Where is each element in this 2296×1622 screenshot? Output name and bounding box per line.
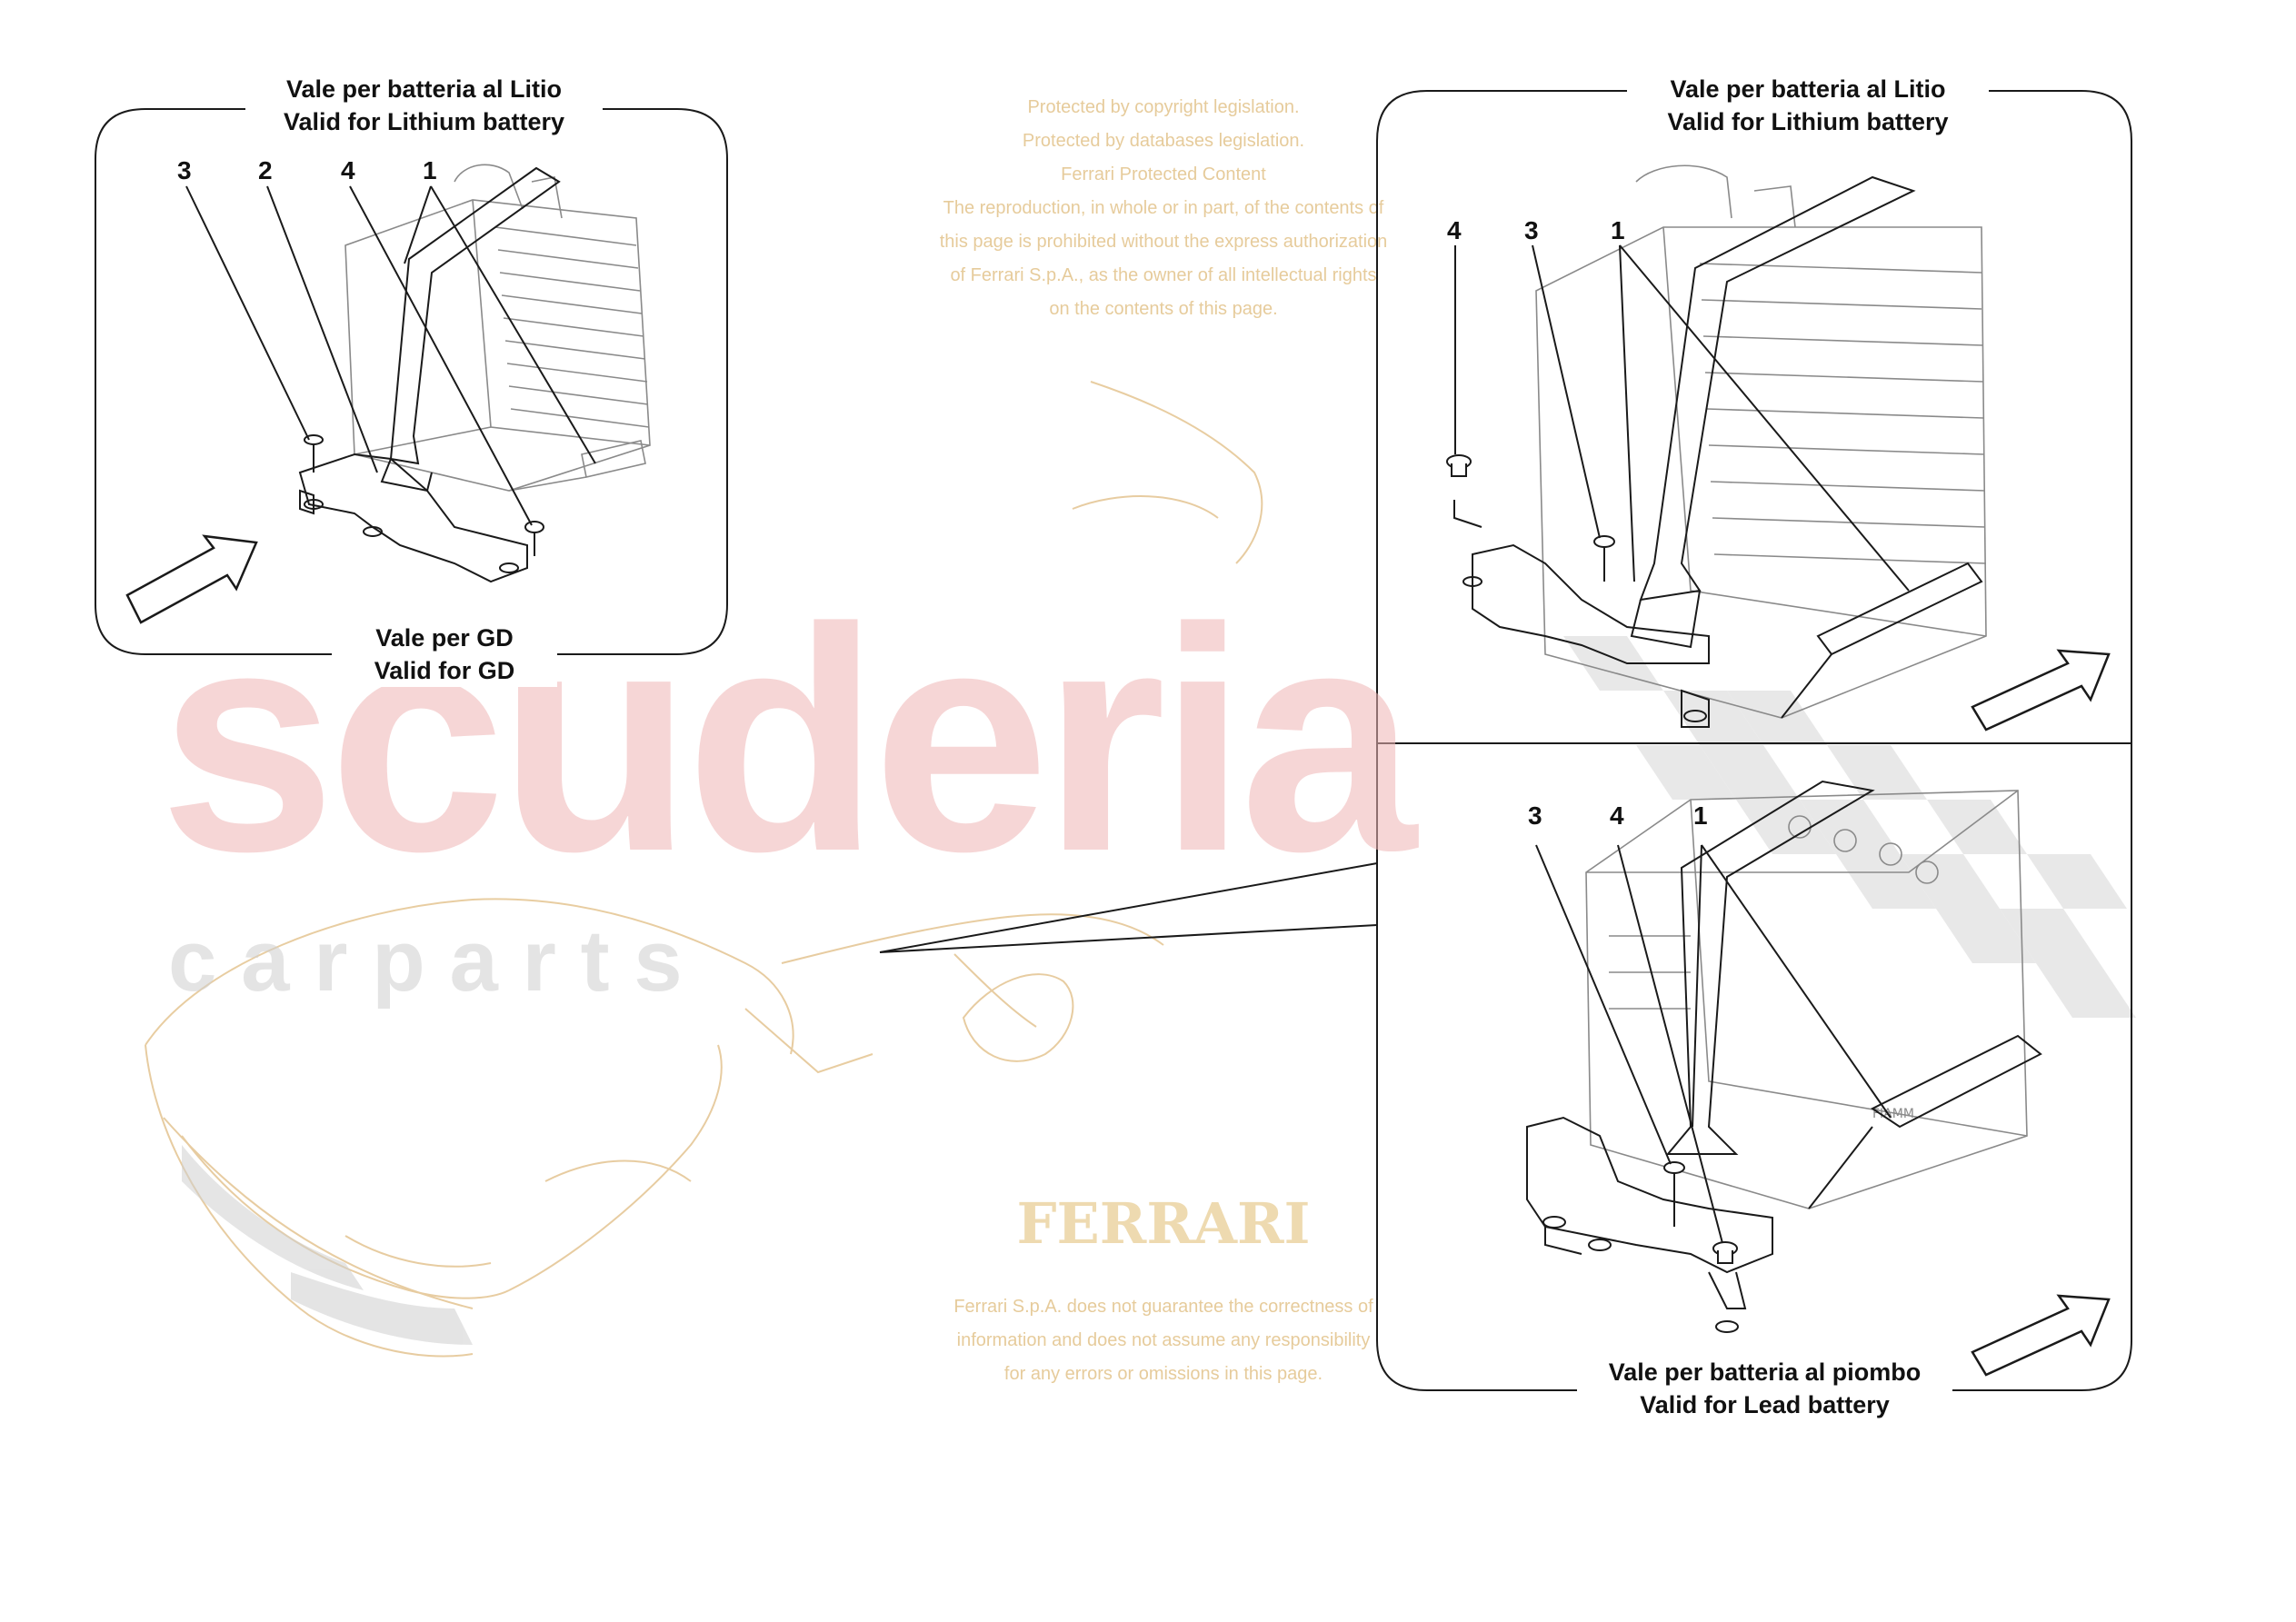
panel-top-left-footer: Vale per GD Valid for GD xyxy=(332,622,557,687)
wm-line: of Ferrari S.p.A., as the owner of all i… xyxy=(950,265,1377,285)
title-line-italian: Vale per batteria al Litio xyxy=(1670,75,1946,103)
callout-number: 3 xyxy=(177,156,192,184)
bracket-bottom-right xyxy=(1526,1116,1773,1333)
wm-line: Protected by databases legislation. xyxy=(1022,131,1305,151)
lead-battery: FIAMM xyxy=(1585,790,2028,1209)
screw-3-gd xyxy=(304,434,324,473)
footer-line-english: Valid for GD xyxy=(374,657,515,684)
callout-number: 4 xyxy=(1610,801,1624,830)
title-line-english: Valid for Lithium battery xyxy=(283,108,565,135)
leader-lines-top-right xyxy=(1454,244,1910,592)
wm-line: on the contents of this page. xyxy=(1049,299,1278,319)
view-arrow-bottom-right xyxy=(1971,1294,2111,1377)
wm-line: Ferrari Protected Content xyxy=(1061,164,1266,184)
retaining-strap-bottom-right xyxy=(1665,780,2042,1209)
callout-number: 1 xyxy=(1611,216,1625,244)
panel-top-left-title: Vale per batteria al Litio Valid for Lit… xyxy=(245,73,603,138)
footer-line-italian: Vale per batteria al piombo xyxy=(1608,1358,1922,1386)
view-arrow-top-left xyxy=(125,534,258,624)
car-outline-faded xyxy=(145,381,1263,1358)
panel-top-right-title: Vale per batteria al Litio Valid for Lit… xyxy=(1627,73,1989,138)
wm-line: Ferrari S.p.A. does not guarantee the co… xyxy=(953,1297,1373,1317)
callout-number: 4 xyxy=(1447,216,1462,244)
leader-lines-bottom-right xyxy=(1535,844,1892,1244)
panel-bottom-right-footer: Vale per batteria al piombo Valid for Le… xyxy=(1577,1356,1952,1421)
car-grille-faded xyxy=(182,1145,473,1345)
callout-number: 1 xyxy=(423,156,437,184)
lithium-battery-gd xyxy=(344,164,651,492)
screw-3-bottom-right xyxy=(1663,1161,1685,1227)
view-arrow-top-right xyxy=(1971,649,2111,731)
bracket-top-right xyxy=(1453,500,1710,728)
callout-number: 3 xyxy=(1528,801,1542,830)
nut-4-top-right xyxy=(1446,454,1472,477)
panel-right-frame xyxy=(879,90,2132,1391)
screw-3-top-right xyxy=(1593,535,1615,582)
callout-number: 3 xyxy=(1524,216,1539,244)
wm-line: this page is prohibited without the expr… xyxy=(939,232,1388,252)
logo-watermark-text: FERRARI xyxy=(1016,1190,1311,1257)
nut-4-gd xyxy=(524,521,544,556)
title-line-italian: Vale per batteria al Litio xyxy=(285,75,563,103)
copyright-watermark-top: Protected by copyright legislation. Prot… xyxy=(845,91,1482,326)
title-line-english: Valid for Lithium battery xyxy=(1667,108,1949,135)
callout-number: 1 xyxy=(1693,801,1708,830)
nut-4-bottom-right xyxy=(1712,1241,1738,1264)
callout-number: 2 xyxy=(258,156,273,184)
wm-line: for any errors or omissions in this page… xyxy=(1003,1364,1323,1384)
leader-lines-top-left xyxy=(185,185,596,526)
bracket-gd xyxy=(298,453,528,583)
brand-watermark-carparts: c a r p a r t s xyxy=(168,912,683,1010)
retaining-strap-top-right xyxy=(1630,175,1983,719)
panel-top-left-frame xyxy=(95,108,728,655)
copyright-watermark-bottom: Ferrari S.p.A. does not guarantee the co… xyxy=(845,1290,1482,1391)
svg-text:FIAMM: FIAMM xyxy=(1872,1107,1914,1121)
wm-line: Protected by copyright legislation. xyxy=(1027,97,1300,117)
callout-number: 4 xyxy=(341,156,355,184)
footer-line-italian: Vale per GD xyxy=(375,624,514,652)
lithium-battery-top-right xyxy=(1535,164,1987,719)
retaining-strap-gd xyxy=(380,166,561,493)
wm-line: information and does not assume any resp… xyxy=(956,1330,1371,1350)
wm-line: The reproduction, in whole or in part, o… xyxy=(943,198,1384,218)
footer-line-english: Valid for Lead battery xyxy=(1640,1391,1890,1418)
